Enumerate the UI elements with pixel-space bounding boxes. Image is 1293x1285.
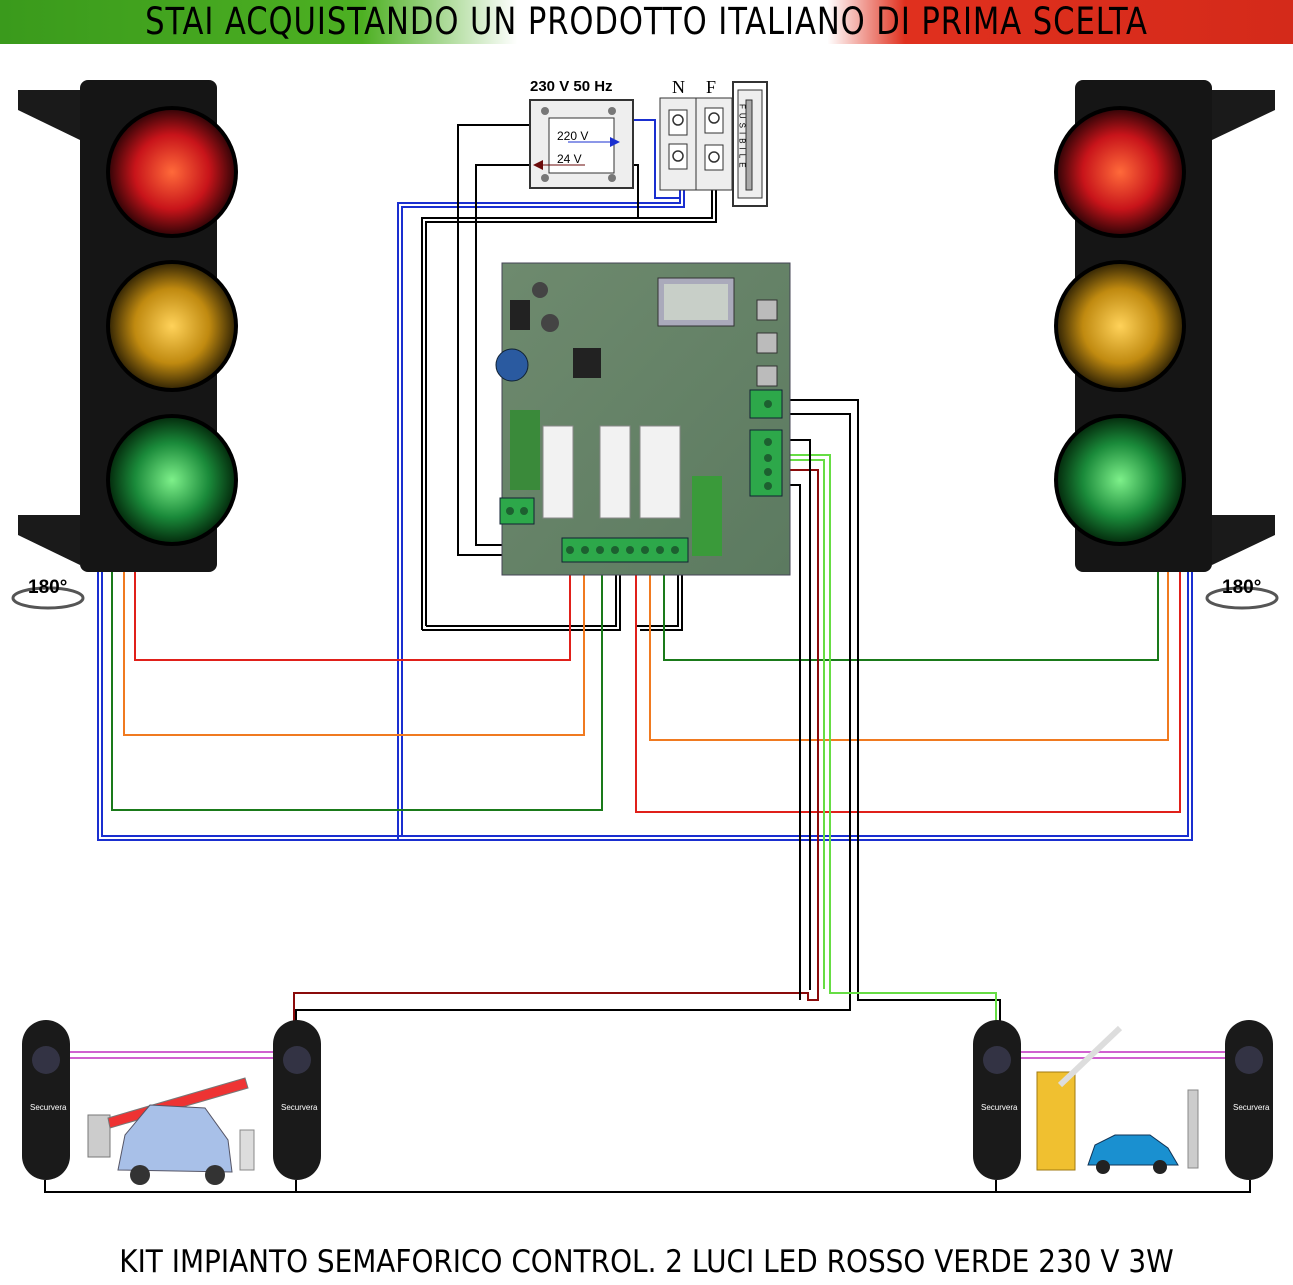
phase-label: F	[706, 77, 716, 97]
input-voltage-label: 220 V	[557, 129, 588, 143]
terminal-block: N F	[659, 77, 733, 191]
wires	[44, 119, 1251, 1193]
photocell-brand: Securvera	[281, 1103, 318, 1112]
banner	[0, 0, 1293, 44]
photocell-brand: Securvera	[981, 1103, 1018, 1112]
photocell-brand: Securvera	[30, 1103, 67, 1112]
fuse: FUSIBILE	[732, 81, 768, 207]
red-lamp	[1058, 110, 1182, 234]
photocell: Securvera	[1225, 1020, 1273, 1180]
fuse-label: FUSIBILE	[738, 104, 747, 172]
photocells: Securvera Securvera Securvera Securvera	[22, 1020, 1273, 1180]
footer-title: KIT IMPIANTO SEMAFORICO CONTROL. 2 LUCI …	[119, 1244, 1174, 1280]
photocell: Securvera	[973, 1020, 1021, 1180]
output-voltage-label: 24 V	[557, 152, 582, 166]
photocell-brand: Securvera	[1233, 1103, 1270, 1112]
traffic-light-right: 180°	[1054, 80, 1279, 610]
car-barrier-scene-right	[1036, 1025, 1199, 1174]
control-board	[495, 262, 791, 576]
photocell: Securvera	[273, 1020, 321, 1180]
rotation-label-left: 180°	[28, 577, 67, 598]
yellow-lamp	[1058, 264, 1182, 388]
arrow-left-icon	[533, 160, 543, 170]
green-lamp	[1058, 418, 1182, 542]
banner-text: STAI ACQUISTANDO UN PRODOTTO ITALIANO DI…	[145, 0, 1148, 43]
transformer-title: 230 V 50 Hz	[530, 78, 613, 95]
rotation-label-right: 180°	[1222, 577, 1261, 598]
photocell: Securvera	[22, 1020, 70, 1180]
car-barrier-scene-left	[87, 1077, 255, 1185]
yellow-lamp	[110, 264, 234, 388]
red-lamp	[110, 110, 234, 234]
transformer: 230 V 50 Hz 220 V 24 V	[529, 78, 634, 189]
traffic-light-left: 180°	[11, 80, 238, 610]
arrow-right-icon	[610, 137, 620, 147]
green-lamp	[110, 418, 234, 542]
rotate-icon	[11, 586, 85, 610]
rotate-icon	[1205, 586, 1279, 610]
neutral-label: N	[672, 77, 685, 97]
